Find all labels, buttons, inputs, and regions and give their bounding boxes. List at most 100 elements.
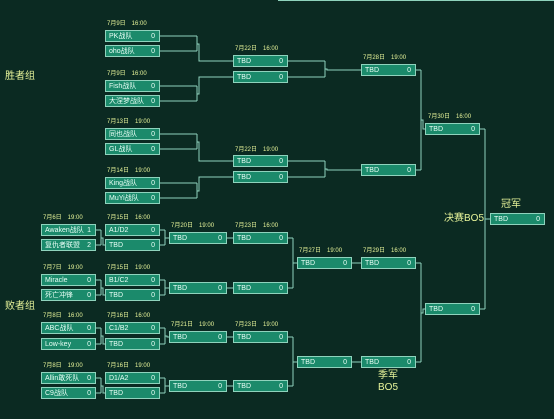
team-name: TBD xyxy=(365,359,379,366)
team-name: MuYi战队 xyxy=(109,195,139,202)
team-name: TBD xyxy=(301,260,315,267)
team-score: 0 xyxy=(279,74,283,81)
team-score: 0 xyxy=(151,227,155,234)
winners-bracket-label: 胜者组 xyxy=(5,71,35,82)
team-score: 0 xyxy=(87,341,91,348)
connector-gfa xyxy=(416,69,425,171)
match-time-d-w1: 7月9日 16:00 xyxy=(107,21,147,27)
match-time-d-l2: 7月7日 19:00 xyxy=(43,265,83,271)
connector-l8b xyxy=(96,377,105,394)
team-slot-l12b[interactable]: TBD 0 xyxy=(233,380,288,392)
team-score: 0 xyxy=(279,58,283,65)
connector-l10a xyxy=(160,327,169,345)
team-score: 1 xyxy=(87,227,91,234)
team-name: TBD xyxy=(109,390,123,397)
team-slot-l4a[interactable]: Allin敢死队 0 xyxy=(41,372,96,384)
third-place-label: 季军 xyxy=(378,370,398,381)
team-score: 0 xyxy=(343,260,347,267)
champion-label: 冠军 xyxy=(501,199,521,210)
team-score: 0 xyxy=(87,375,91,382)
team-score: 0 xyxy=(151,146,155,153)
team-score: 0 xyxy=(407,67,411,74)
team-name: TBD xyxy=(237,285,251,292)
team-score: 0 xyxy=(407,359,411,366)
team-score: 0 xyxy=(151,390,155,397)
connector-ws1a xyxy=(160,35,233,62)
team-score: 0 xyxy=(471,126,475,133)
team-score: 0 xyxy=(151,48,155,55)
match-time-d-ws1: 7月22日 16:00 xyxy=(235,46,279,52)
final-label: 决赛BO5 xyxy=(444,213,485,224)
team-name: ABC战队 xyxy=(45,325,74,332)
team-score: 0 xyxy=(151,131,155,138)
team-score: 0 xyxy=(343,359,347,366)
team-slot-ws1b[interactable]: TBD 0 xyxy=(233,71,288,83)
team-score: 0 xyxy=(279,334,283,341)
connector-l7b xyxy=(96,327,105,345)
team-score: 0 xyxy=(151,83,155,90)
team-name: TBD xyxy=(237,158,251,165)
team-name: TBD xyxy=(173,334,187,341)
frame-border xyxy=(278,0,554,1)
team-slot-l13a[interactable]: TBD 0 xyxy=(297,257,352,269)
team-score: 0 xyxy=(218,383,222,390)
team-score: 0 xyxy=(279,383,283,390)
connector-wfa xyxy=(288,60,361,78)
team-slot-w3b[interactable]: GL战队 0 xyxy=(105,143,160,155)
team-slot-l8b[interactable]: TBD 0 xyxy=(105,387,160,399)
connector-l9a xyxy=(160,229,169,246)
team-score: 0 xyxy=(151,375,155,382)
team-score: 0 xyxy=(151,242,155,249)
connector-l5b xyxy=(96,229,105,246)
connector-ws2b xyxy=(160,176,233,199)
team-name: TBD xyxy=(237,383,251,390)
connector-ws2a xyxy=(160,133,233,162)
team-name: TBD xyxy=(237,74,251,81)
team-name: TBD xyxy=(237,174,251,181)
team-name: Allin敢死队 xyxy=(45,375,80,382)
team-slot-l14b[interactable]: TBD 0 xyxy=(361,356,416,368)
match-time-d-l6: 7月15日 19:00 xyxy=(107,265,151,271)
match-time-d-l4: 7月8日 19:00 xyxy=(43,363,83,369)
team-name: GL战队 xyxy=(109,146,133,153)
